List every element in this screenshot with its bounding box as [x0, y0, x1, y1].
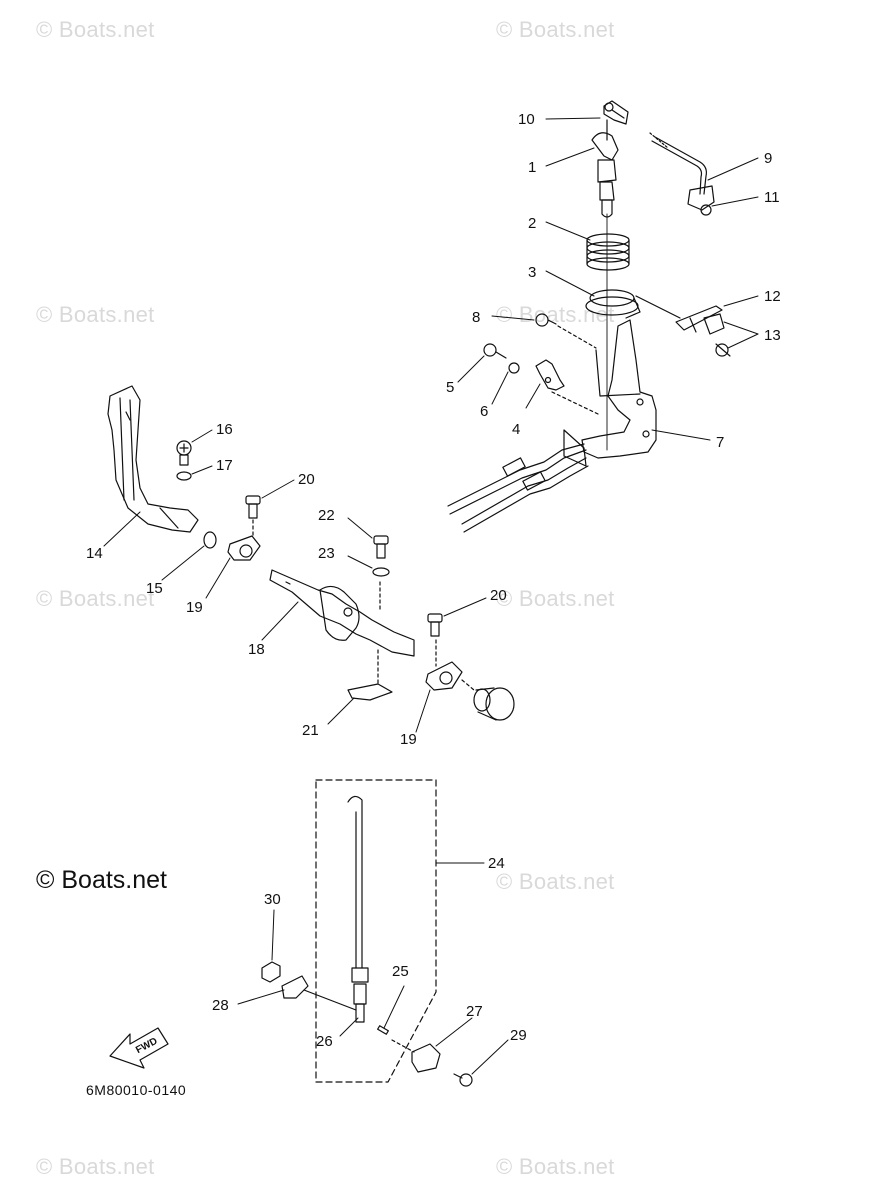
part-28-clip	[281, 975, 357, 1011]
callout-1: 1	[528, 159, 536, 176]
callout-3: 3	[528, 264, 536, 281]
part-10-clip	[603, 100, 629, 125]
callout-11: 11	[764, 189, 780, 206]
callout-7: 7	[716, 434, 724, 451]
callout-19-right: 19	[400, 731, 417, 748]
part-1-shaft	[591, 119, 619, 218]
watermark: © Boats.net	[36, 586, 155, 611]
part-6-washer	[508, 362, 520, 374]
callout-30: 30	[264, 891, 281, 908]
callout-27: 27	[466, 1003, 483, 1020]
watermark: © Boats.net	[496, 1154, 615, 1179]
callout-4: 4	[512, 421, 520, 438]
link-rod	[347, 795, 369, 1023]
part-13-clips	[703, 313, 731, 357]
part-5-bolt	[483, 343, 507, 359]
callout-23: 23	[318, 545, 335, 562]
callout-25: 25	[392, 963, 409, 980]
part-14-handle	[107, 385, 199, 533]
watermark: © Boats.net	[496, 17, 615, 42]
part-20-bolt	[427, 613, 443, 637]
part-8-bolt	[535, 313, 597, 349]
callout-16: 16	[216, 421, 233, 438]
callout-15: 15	[146, 580, 163, 597]
part-2-spring	[586, 233, 630, 271]
watermark: © Boats.net	[36, 17, 155, 42]
part-20-bolt	[245, 495, 261, 519]
callout-19-left: 19	[186, 599, 203, 616]
fwd-arrow-icon	[109, 1027, 169, 1069]
leader-lines	[103, 117, 759, 1075]
watermark: © Boats.net	[36, 1154, 155, 1179]
callout-20-left: 20	[298, 471, 315, 488]
part-3-collar	[585, 289, 641, 319]
part-18-shaft	[269, 569, 415, 657]
watermark: © Boats.net	[496, 586, 615, 611]
part-27-clip	[391, 1039, 441, 1073]
part-11-clip	[687, 185, 715, 216]
callout-2: 2	[528, 215, 536, 232]
watermark: © Boats.net	[496, 869, 615, 894]
callout-10: 10	[518, 111, 535, 128]
part-4-plate	[535, 359, 599, 415]
callout-17: 17	[216, 457, 233, 474]
watermark: © Boats.net	[36, 302, 155, 327]
callout-21: 21	[302, 722, 319, 739]
callout-9: 9	[764, 150, 772, 167]
callout-29: 29	[510, 1027, 527, 1044]
part-25-pin	[377, 1025, 389, 1035]
part-22-bolt	[373, 535, 389, 559]
callout-26: 26	[316, 1033, 333, 1050]
callout-14: 14	[86, 545, 103, 562]
part-17-washer	[176, 471, 192, 481]
part-29-screw	[453, 1073, 473, 1087]
part-7-bracket	[563, 319, 657, 467]
callout-5: 5	[446, 379, 454, 396]
copyright-label: © Boats.net	[36, 866, 167, 894]
callout-13: 13	[764, 327, 781, 344]
callout-28: 28	[212, 997, 229, 1014]
callout-12: 12	[764, 288, 781, 305]
callout-6: 6	[480, 403, 488, 420]
callout-24: 24	[488, 855, 505, 872]
part-24-group-box	[315, 779, 437, 1083]
part-12-bracket	[635, 295, 723, 333]
part-15-oring	[203, 531, 217, 549]
part-23-washer	[372, 567, 390, 577]
callout-8: 8	[472, 309, 480, 326]
callout-22: 22	[318, 507, 335, 524]
cables	[447, 443, 589, 533]
part-30-nut	[261, 961, 281, 983]
callout-18: 18	[248, 641, 265, 658]
part-21-plate	[347, 649, 393, 701]
callout-20-right: 20	[490, 587, 507, 604]
part-9-rod	[649, 132, 707, 195]
watermark: © Boats.net	[496, 302, 615, 327]
knob	[461, 679, 515, 721]
diagram-code: 6M80010-0140	[86, 1082, 187, 1098]
part-19-bushing	[227, 519, 261, 561]
part-16-screw	[176, 440, 192, 466]
part-19-bushing	[425, 639, 463, 691]
callout-labels: 1 2 3 4 5 6 7 8 9 10 11 12 13 14 15 16 1…	[86, 111, 781, 1050]
